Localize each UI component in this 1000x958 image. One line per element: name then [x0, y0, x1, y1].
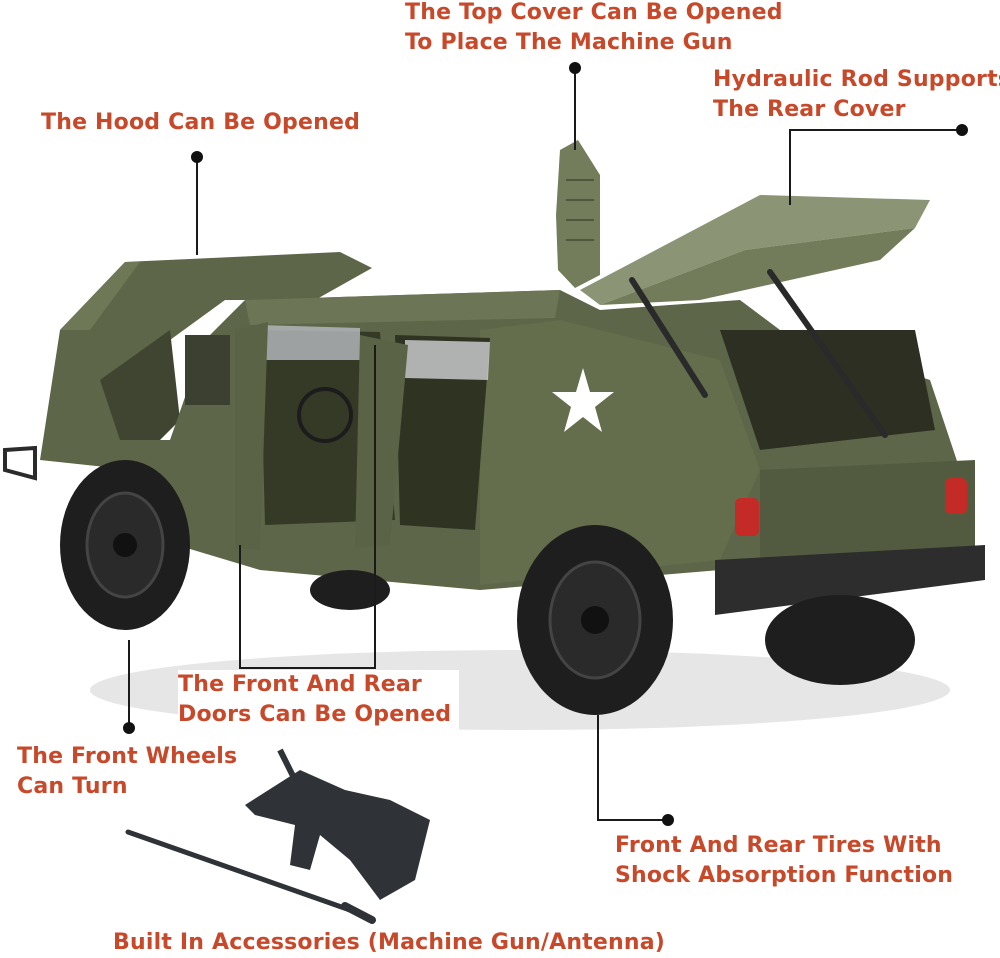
callout-hydraulic: Hydraulic Rod Supports The Rear Cover — [713, 65, 1000, 125]
callout-dots — [123, 62, 968, 826]
tail-light-right — [945, 478, 967, 514]
callout-accessories: Built In Accessories (Machine Gun/Antenn… — [113, 928, 665, 958]
top-cover — [556, 140, 600, 288]
rear-wheel — [517, 525, 673, 715]
callout-front-wheels: The Front Wheels Can Turn — [17, 742, 237, 802]
front-wheel — [60, 460, 190, 630]
machine-gun-accessory — [245, 748, 430, 900]
far-wheels — [310, 570, 915, 685]
callout-hood: The Hood Can Be Opened — [41, 108, 360, 138]
star-insignia — [552, 368, 614, 432]
callout-front-wheels-line1: The Front Wheels — [17, 744, 238, 769]
callout-doors-line1: The Front And Rear — [178, 672, 422, 697]
callout-accessories-line1: Built In Accessories (Machine Gun/Antenn… — [113, 930, 666, 955]
open-hood — [3, 252, 372, 481]
callout-top-cover: The Top Cover Can Be Opened To Place The… — [405, 0, 783, 58]
tail-light-left — [735, 498, 759, 536]
open-doors — [185, 322, 408, 550]
hydraulic-rods — [629, 269, 888, 438]
callout-tires-line1: Front And Rear Tires With — [615, 833, 942, 858]
callout-lines — [128, 68, 962, 821]
callout-hydraulic-line1: Hydraulic Rod Supports — [713, 67, 1000, 92]
callout-tires: Front And Rear Tires With Shock Absorpti… — [615, 831, 953, 891]
rear-bumper — [715, 545, 985, 615]
vehicle-body — [100, 290, 975, 590]
callout-tires-line2: Shock Absorption Function — [615, 863, 954, 888]
antenna-accessory — [125, 829, 376, 924]
callout-doors: The Front And Rear Doors Can Be Opened — [178, 670, 460, 730]
callout-top-cover-line2: To Place The Machine Gun — [405, 30, 733, 55]
rear-cover — [580, 195, 930, 305]
callout-hydraulic-line2: The Rear Cover — [713, 97, 906, 122]
callout-doors-line2: Doors Can Be Opened — [178, 702, 452, 727]
callout-top-cover-line1: The Top Cover Can Be Opened — [405, 0, 783, 25]
callout-hood-line1: The Hood Can Be Opened — [41, 110, 361, 135]
callout-front-wheels-line2: Can Turn — [17, 774, 128, 799]
